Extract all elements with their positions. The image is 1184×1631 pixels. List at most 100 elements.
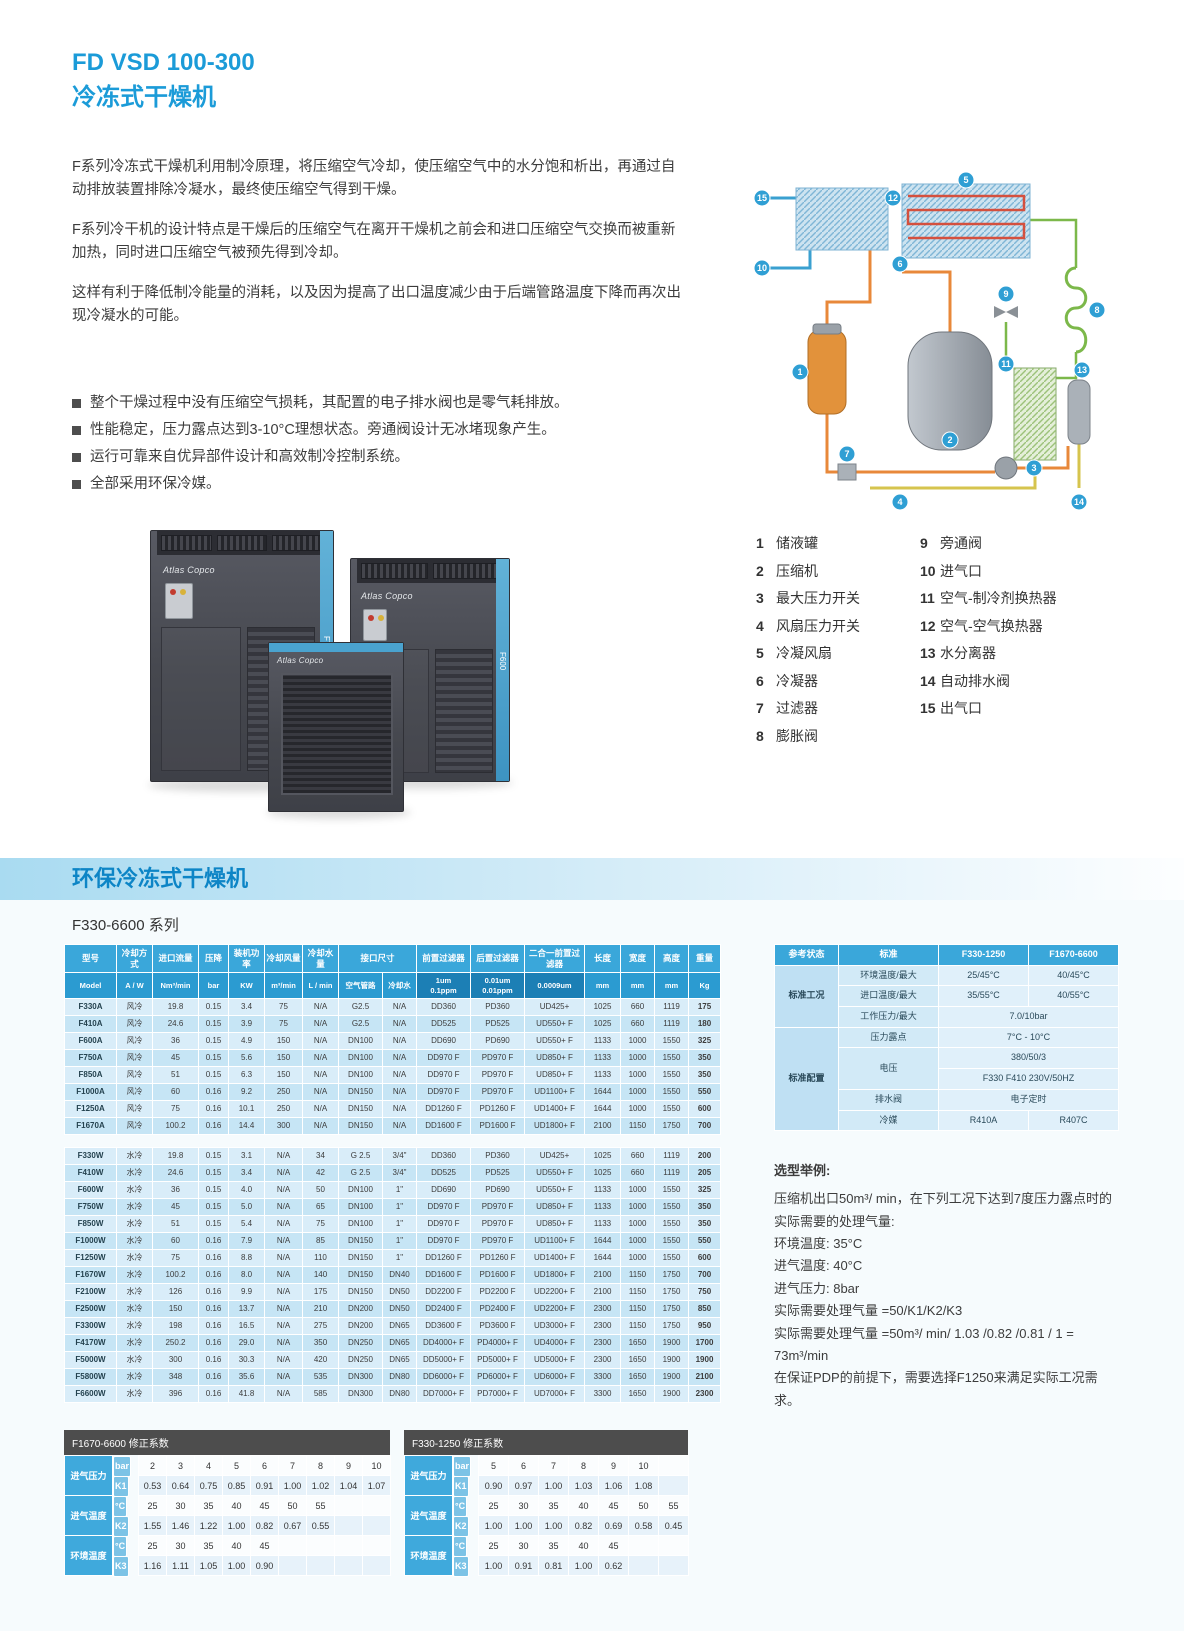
table-cell: 电压 — [838, 1047, 939, 1090]
table-cell: 1133 — [584, 1215, 622, 1233]
bullet-text: 整个干燥过程中没有压缩空气损耗，其配置的电子排水阀也是零气耗排放。 — [90, 395, 569, 411]
table-cell: DD970 F — [416, 1198, 472, 1216]
svg-text:4: 4 — [897, 497, 902, 507]
table-cell: 冷媒 — [838, 1109, 939, 1132]
table-cell: 2300 — [584, 1351, 622, 1369]
table-cell: 1119 — [654, 1015, 690, 1033]
marker-2: 2 — [941, 431, 959, 449]
table-cell: 压力露点 — [838, 1026, 939, 1049]
bullet-square-icon — [72, 453, 81, 462]
table-cell: 8 — [306, 1455, 335, 1476]
table-cell: 550 — [688, 1083, 722, 1101]
table-cell: 29.0 — [228, 1334, 265, 1352]
table-cell: DN150 — [338, 1083, 383, 1101]
table-cell: 环境温度 — [64, 1535, 113, 1576]
marker-6: 6 — [891, 255, 909, 273]
table-cell: DN50 — [381, 1283, 418, 1301]
table-cell: DN50 — [381, 1300, 418, 1318]
table-cell: 1900 — [654, 1334, 690, 1352]
table-cell: DD360 — [416, 998, 472, 1016]
table-cell: UD425+ — [524, 998, 586, 1016]
table-cell: 150 — [264, 1049, 303, 1067]
table-cell: G2.5 — [338, 998, 383, 1016]
page-title-line2: 冷冻式干燥机 — [72, 83, 216, 111]
table-cell: 16.5 — [228, 1317, 265, 1335]
table-cell: G 2.5 — [338, 1147, 383, 1165]
table-cell: 600 — [688, 1249, 722, 1267]
table-cell: 2100 — [584, 1283, 622, 1301]
table-cell: UD550+ F — [524, 1181, 586, 1199]
example-line: 压缩机出口50m³/ min，在下列工况下达到7度压力露点时的 — [774, 1191, 1113, 1207]
table-cell: PD970 F — [470, 1215, 526, 1233]
table-cell: 1550 — [654, 1215, 690, 1233]
table-cell: 5.4 — [228, 1215, 265, 1233]
table-cell: 110 — [302, 1249, 339, 1267]
table-cell: 25 — [478, 1495, 509, 1516]
table-cell: 2300 — [584, 1317, 622, 1335]
table-cell: 1.04 — [334, 1475, 363, 1496]
col-header: 冷却风量 — [264, 943, 303, 974]
table-cell: PD690 — [470, 1032, 526, 1050]
col-subheader: m³/min — [264, 972, 303, 999]
table-cell: 0.16 — [198, 1083, 229, 1101]
table-cell: 进气温度 — [64, 1495, 113, 1536]
table-cell: 1550 — [654, 1232, 690, 1250]
stop-button-icon — [170, 589, 176, 595]
bullet-item: 性能稳定，压力露点达到3-10°C理想状态。旁通阀设计无冰堵现象产生。 — [72, 417, 712, 444]
fan-grille-icon — [361, 563, 428, 579]
table-cell: PD970 F — [470, 1066, 526, 1084]
table-cell: 1900 — [688, 1351, 722, 1369]
col-header: 压降 — [198, 943, 229, 974]
table-cell: 1133 — [584, 1066, 622, 1084]
col-header: 前置过滤器 — [416, 943, 472, 974]
table-cell: 700 — [688, 1266, 722, 1284]
bullet-square-icon — [72, 399, 81, 408]
table-cell: 50 — [278, 1495, 307, 1516]
table-cell: UD550+ F — [524, 1164, 586, 1182]
table-cell: 6 — [250, 1455, 279, 1476]
table-cell: 1650 — [620, 1368, 656, 1386]
table-cell: 1000 — [620, 1181, 656, 1199]
table-cell: N/A — [264, 1351, 303, 1369]
reference-table-header: 参考状态 标准 F330-1250 F1670-6600 — [774, 944, 1119, 966]
table-cell: 1550 — [654, 1181, 690, 1199]
table-cell: 51 — [152, 1066, 199, 1084]
table-cell: 35 — [194, 1495, 223, 1516]
selection-example: 选型举例: 压缩机出口50m³/ min，在下列工况下达到7度压力露点时的 实际… — [774, 1160, 1114, 1412]
table-cell: bar — [113, 1455, 132, 1477]
table-cell: DD7000+ F — [416, 1385, 472, 1403]
table-cell: 4.9 — [228, 1032, 265, 1050]
col-subheader: mm — [584, 972, 622, 999]
table-cell: 250.2 — [152, 1334, 199, 1352]
compressor-vessel — [837, 331, 1018, 481]
table-cell: 5 — [222, 1455, 251, 1476]
water-separator — [1067, 379, 1091, 445]
table-cell: 水冷 — [116, 1283, 153, 1301]
table-cell: 0.64 — [166, 1475, 195, 1496]
table-cell: 1000 — [620, 1198, 656, 1216]
table-cell: DD525 — [416, 1164, 472, 1182]
table-cell: 水冷 — [116, 1266, 153, 1284]
table-cell: DD970 F — [416, 1083, 472, 1101]
table-cell: PD970 F — [470, 1049, 526, 1067]
table-cell: 0.15 — [198, 1147, 229, 1165]
table-cell: 660 — [620, 1164, 656, 1182]
table-cell: 0.67 — [278, 1515, 307, 1536]
table-cell: DN65 — [381, 1334, 418, 1352]
svg-text:9: 9 — [1003, 289, 1008, 299]
table-cell: DN100 — [338, 1181, 383, 1199]
table-cell: N/A — [264, 1283, 303, 1301]
